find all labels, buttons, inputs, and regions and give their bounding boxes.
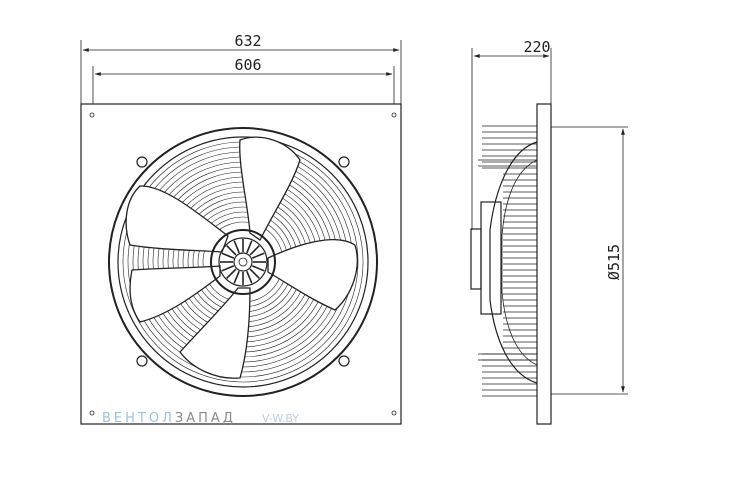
watermark: ВЕНТОЛЗАПАД V-W.BY xyxy=(102,411,299,426)
motor-cap xyxy=(470,228,482,290)
mount-hole xyxy=(89,112,95,118)
dim-632-label: 632 xyxy=(234,32,261,50)
dimension-515: Ø515 xyxy=(551,126,628,395)
hub-rib xyxy=(221,252,235,259)
plate-side xyxy=(536,103,552,425)
motor-housing xyxy=(489,141,538,384)
fan-inner-ring xyxy=(117,136,369,388)
fan-hub-center xyxy=(238,257,248,267)
hub-rib xyxy=(246,270,253,284)
mount-hole xyxy=(89,410,95,416)
hub-rib xyxy=(249,268,260,279)
dim-515-label: Ø515 xyxy=(605,244,623,280)
side-guard-wires xyxy=(482,125,537,397)
motor-body xyxy=(480,201,502,315)
motor-housing-inner xyxy=(501,159,538,366)
side-view: 220 Ø515 xyxy=(470,38,628,425)
bracket-hole xyxy=(136,156,148,168)
hub-rib xyxy=(251,265,265,272)
hub-rib xyxy=(233,270,240,284)
fan-blade xyxy=(239,136,301,241)
mount-hole xyxy=(391,112,397,118)
mounting-plate xyxy=(80,103,402,425)
fan-blade xyxy=(125,185,229,253)
hub-rib xyxy=(233,240,240,254)
hub-rib xyxy=(226,245,237,256)
fan-hub-mid xyxy=(218,237,268,287)
bracket-hole xyxy=(338,156,350,168)
bracket-hole xyxy=(136,355,148,367)
fan-hub-inner xyxy=(233,252,253,272)
fan-blade xyxy=(129,265,221,323)
dim-220-label: 220 xyxy=(523,38,550,56)
hub-rib xyxy=(221,265,235,272)
fan-blade xyxy=(267,238,358,311)
dimension-220: 220 xyxy=(471,38,552,230)
mount-hole xyxy=(391,410,397,416)
hub-rib xyxy=(249,245,260,256)
front-view: 632 606 xyxy=(80,32,402,425)
hub-ribs xyxy=(220,239,266,285)
dimension-606: 606 xyxy=(92,56,395,104)
watermark-brand-part1: ВЕНТОЛ xyxy=(102,411,175,426)
watermark-url: V-W.BY xyxy=(261,412,300,425)
hub-rib xyxy=(226,268,237,279)
fan-blade xyxy=(179,287,251,379)
hub-rib xyxy=(246,240,253,254)
watermark-brand-part2: ЗАПАД xyxy=(174,411,236,426)
fan-outer-ring xyxy=(108,127,378,397)
fan-blades xyxy=(125,136,358,379)
hub-rib xyxy=(251,252,265,259)
dimension-632: 632 xyxy=(80,32,402,104)
bracket-hole xyxy=(338,355,350,367)
dim-606-label: 606 xyxy=(234,56,261,74)
fan-hub-outer xyxy=(210,229,276,295)
